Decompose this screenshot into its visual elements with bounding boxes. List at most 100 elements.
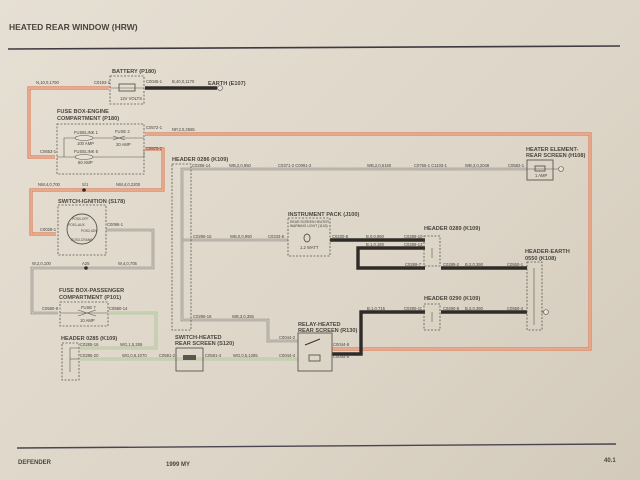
warning-lamp-icon (303, 233, 311, 243)
battery-label: BATTERY (P180) (112, 69, 156, 75)
connector-label: C0289-7 (405, 262, 422, 267)
heater-element-label: HEATER ELEMENT- (526, 147, 579, 153)
header-0290-label: HEADER 0290 (K109) (424, 296, 480, 302)
wire-label: WB,2,0,950 (229, 163, 252, 168)
switch-ignition-component: SWITCH-IGNITION (S178) POS0-OFF POS1-AUX… (57, 199, 125, 256)
connector-label: C0044-4 (279, 353, 296, 358)
resistor-icon (534, 165, 546, 172)
fuselink-6-label: FUSELINK 6 (74, 149, 99, 154)
wire-label: B,1,0,180 (366, 242, 385, 247)
wire-label: WG,0,5,1285 (233, 353, 258, 358)
fuselink-icon (74, 135, 94, 141)
warning-light-label: REAR SCREEN HEATER (290, 220, 329, 224)
fuse-box-passenger-component: FUSE BOX-PASSENGER COMPARTMENT (P101) FU… (59, 288, 124, 327)
earth-terminal-icon (217, 85, 223, 91)
connector-label: C0286-15 (193, 234, 212, 239)
ignition-position: POS2-IGN (81, 229, 97, 233)
splice-a25 (84, 266, 88, 270)
header-0290-component: HEADER 0290 (K109) (423, 296, 480, 331)
fuse-box-passenger-label-2: COMPARTMENT (P101) (59, 295, 121, 301)
instrument-pack-component: INSTRUMENT PACK (J100) REAR SCREEN HEATE… (287, 212, 360, 257)
wire-grey-header-0286 (180, 167, 527, 343)
fuse-box-passenger-label: FUSE BOX-PASSENGER (59, 288, 124, 294)
connector-label: C0045-1 (146, 79, 163, 84)
header-earth-component: HEADER-EARTH 0550 (K108) (525, 249, 570, 331)
footer-rule (16, 443, 617, 449)
connector-label: C0044-6 (333, 354, 350, 359)
connector-label: C0285-20 (80, 353, 99, 358)
connector-label: C0286-16 (193, 314, 212, 319)
wire-label: W,2,0,100 (32, 261, 52, 266)
header-0285-label: HEADER 0285 (K109) (61, 336, 117, 342)
ignition-position: POS0-OFF (72, 217, 89, 221)
heater-element-rating: 1 AMP (535, 173, 548, 178)
footer-page-number: 40.1 (604, 458, 616, 464)
header-0286-label: HEADER 0286 (K109) (172, 157, 228, 163)
relay-coil-icon (308, 354, 321, 362)
header-0289-label: HEADER 0289 (K109) (424, 226, 480, 232)
wire-label: WG,1,5,255 (120, 342, 143, 347)
relay-label-2: REAR SCREEN (R130) (298, 328, 358, 334)
connector-label: C0289-13 (404, 242, 423, 247)
fuse-7-rating: 10 AMP (80, 318, 95, 323)
fuse-2-rating: 30 AMP (116, 142, 131, 147)
connector-label: C0550-1 (507, 262, 524, 267)
warning-light-label-2: WARNING LIGHT (1143) (290, 224, 328, 228)
switch-icon (183, 355, 196, 360)
connector-label: C0653-1 (40, 149, 57, 154)
connector-label: C0581-2 (159, 353, 176, 358)
connector-label: C0289-10 (404, 234, 423, 239)
earth-terminal-icon (558, 166, 564, 172)
wire-label: WB,0,0,950 (230, 234, 253, 239)
connector-label: C0233-6 (268, 234, 285, 239)
wire-label: WG,0,6,1070 (122, 353, 147, 358)
fuselink-1-label: FUSELINK 1 (74, 130, 99, 135)
instrument-pack-label: INSTRUMENT PACK (J100) (288, 212, 360, 218)
connector-label: C0289-2 (443, 262, 460, 267)
wire-labels: N,10,0,1700 B,40,0,1170 NP,2,0,2565 NW,4… (32, 79, 490, 358)
wire-label: B,1,0,715 (367, 306, 386, 311)
lamp-rating: 1.2 WATT (300, 245, 319, 250)
wire-label: WB,2,0,5150 (367, 163, 392, 168)
wire-label: B,40,0,1170 (172, 79, 195, 84)
wire-label: NW,4,0,2200 (116, 182, 141, 187)
footer-model: DEFENDER (18, 460, 52, 466)
page-title: HEATED REAR WINDOW (HRW) (9, 22, 138, 32)
wire-label: WB,3,0,355 (232, 314, 255, 319)
connector-label: C0371-2 C0091-2 (278, 163, 312, 168)
wire-label: W,4,0,705 (118, 261, 138, 266)
connector-label: C0290-9 (443, 306, 460, 311)
connector-label: C0286-14 (192, 163, 211, 168)
fuse-7-label: FUSE 7 (81, 305, 96, 310)
footer-year: 1999 MY (166, 462, 190, 468)
connector-label: C0193-1 (94, 80, 111, 85)
wire-label: NP,2,0,2565 (172, 127, 195, 132)
header-earth-label: HEADER-EARTH (525, 249, 570, 255)
wire-label: B,0,0,990 (366, 234, 385, 239)
switch-heated-rear-screen-component: SWITCH-HEATED REAR SCREEN (S120) (175, 335, 234, 372)
wire-green-fuse-to-header (80, 311, 158, 350)
wire-grey-ignition-to-fuse (30, 228, 155, 315)
connector-label: C0570-2 (146, 146, 163, 151)
earth-label: EARTH (E107) (208, 81, 246, 87)
wire-label: S/1 (82, 182, 89, 187)
connector-label: C0230-8 (332, 234, 349, 239)
connector-label: C0582-1 (508, 163, 525, 168)
earth-terminal-icon (543, 309, 549, 315)
connector-label: C0096-1 (107, 222, 124, 227)
wire-label: A25 (82, 261, 90, 266)
fuse-box-engine-label-2: COMPARTMENT (P180) (57, 116, 119, 122)
connector-label: C0285-16 (80, 342, 99, 347)
wire-label: NW,4,0,700 (38, 182, 61, 187)
switch-hrw-label: SWITCH-HEATED (175, 335, 222, 341)
relay-label: RELAY-HEATED (298, 322, 341, 328)
battery-component: BATTERY (P180) 12V VOLTS (109, 69, 156, 105)
wire-label: N,10,0,1700 (36, 80, 59, 85)
wire-orange-battery-feed (27, 86, 109, 159)
switch-ignition-label: SWITCH-IGNITION (S178) (58, 199, 125, 205)
heater-element-component: HEATER ELEMENT- REAR SCREEN (H108) 1 AMP (526, 147, 586, 181)
wire-label: WB,3,0,2048 (465, 163, 490, 168)
wire-label: B,2,0,390 (465, 306, 484, 311)
fuse-box-engine-label: FUSE BOX-ENGINE (57, 109, 109, 115)
